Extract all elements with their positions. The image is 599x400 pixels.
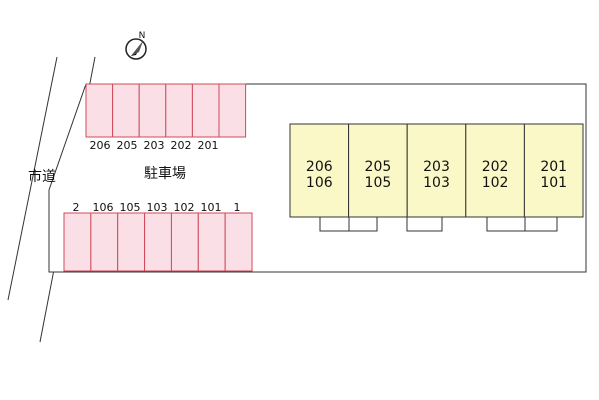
unit-number-upper: 205 [365,159,392,175]
entrance-step [524,216,558,232]
unit-number-lower: 102 [482,175,509,191]
parking-number: 2 [73,201,80,214]
road-edge-left [7,56,58,301]
entrance-step [486,216,526,232]
apartment-unit [523,123,584,218]
parking-space-bottom [90,212,119,272]
parking-space-bottom [224,212,253,272]
parking-number: 205 [117,139,138,152]
parking-space-bottom [144,212,172,272]
entrance-steps [319,216,558,232]
unit-number-lower: 103 [423,175,450,191]
parking-number: 102 [174,201,195,214]
road-label: 市道 [28,168,56,185]
north-arrow-icon [125,38,147,60]
parking-number: 103 [147,201,168,214]
apartment-unit [348,123,408,218]
entrance-step [319,216,350,232]
unit-number-upper: 201 [540,159,567,175]
parking-space-top [112,83,140,138]
unit-number-upper: 202 [482,159,509,175]
compass-letter: N [139,31,146,41]
parking-numbers-top: 206 205 203 202 201 [90,139,219,152]
apartment-unit [406,123,467,218]
entrance-step [406,216,443,232]
parking-space-top [191,83,220,138]
parking-number: 206 [90,139,111,152]
parking-number: 202 [171,139,192,152]
parking-space-bottom [63,212,92,272]
parking-number: 201 [198,139,219,152]
entrance-step [348,216,378,232]
parking-space-bottom [197,212,226,272]
parking-label: 駐車場 [144,165,186,182]
unit-number-lower: 101 [540,175,567,191]
parking-space-bottom [117,212,146,272]
unit-number-upper: 203 [423,159,450,175]
unit-number-lower: 106 [306,175,333,191]
parking-number: 106 [93,201,114,214]
unit-number-lower: 105 [365,175,392,191]
parking-space-top [138,83,167,138]
unit-number-upper: 206 [306,159,333,175]
parking-space-top [85,83,114,138]
parking-row-top [85,83,247,138]
parking-numbers-bottom: 2 106 105 103 102 101 1 [73,201,241,214]
parking-number: 101 [201,201,222,214]
parking-row-bottom [63,212,253,272]
parking-number: 203 [144,139,165,152]
parking-number: 105 [120,201,141,214]
parking-number: 1 [234,201,241,214]
parking-space-top [165,83,193,138]
parking-space-bottom [170,212,199,272]
parking-space-top [218,83,247,138]
